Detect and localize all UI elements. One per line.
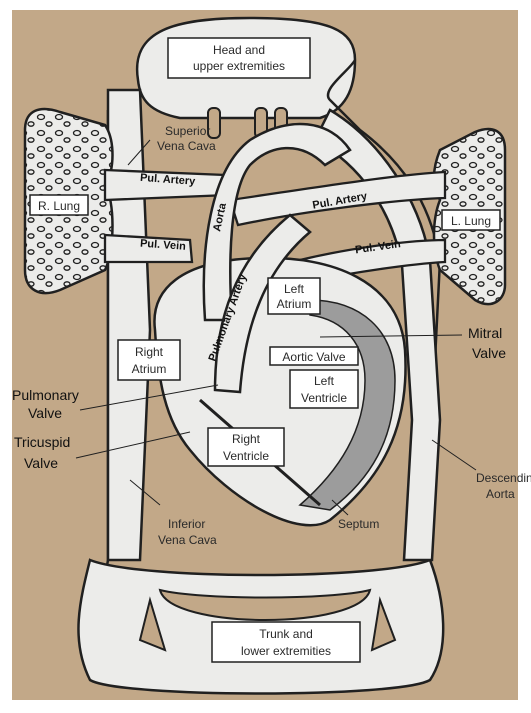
septum-label: Septum [338,517,379,531]
trunk-box-line1: Trunk and [259,627,313,641]
left-ventricle-box: Left Ventricle [290,370,358,408]
mitral-valve-line1: Mitral [468,325,502,341]
left-atrium-line2: Atrium [277,297,312,311]
descending-aorta-line2: Aorta [486,487,515,501]
head-box-line1: Head and [213,43,265,57]
aortic-valve-box: Aortic Valve [270,347,358,365]
pulmonary-valve-line1: Pulmonary [12,387,79,403]
right-atrium-line1: Right [135,345,164,359]
l-lung-box: L. Lung [442,210,500,230]
tricuspid-valve-line1: Tricuspid [14,434,70,450]
mitral-valve-line2: Valve [472,345,506,361]
trunk-box: Trunk and lower extremities [212,622,360,662]
vena-cava-vessel [108,90,150,560]
l-lung-label: L. Lung [451,214,491,228]
trunk-box-line2: lower extremities [241,644,331,658]
r-lung-label: R. Lung [38,199,80,213]
right-atrium-line2: Atrium [132,362,167,376]
tricuspid-valve-line2: Valve [24,455,58,471]
head-box: Head and upper extremities [168,38,310,78]
right-ventricle-box: Right Ventricle [208,428,284,466]
right-ventricle-line2: Ventricle [223,449,269,463]
pulmonary-valve-line2: Valve [28,405,62,421]
inferior-vena-cava-line2: Vena Cava [158,533,217,547]
left-ventricle-line2: Ventricle [301,391,347,405]
r-lung-box: R. Lung [30,195,88,215]
inferior-vena-cava-line1: Inferior [168,517,205,531]
aortic-valve-label: Aortic Valve [282,350,345,364]
superior-vena-cava-line1: Superior [165,124,210,138]
superior-vena-cava-line2: Vena Cava [157,139,216,153]
descending-aorta-line1: Descending [476,471,531,485]
right-ventricle-line1: Right [232,432,261,446]
left-atrium-line1: Left [284,282,305,296]
head-box-line2: upper extremities [193,59,285,73]
left-ventricle-line1: Left [314,374,335,388]
right-atrium-box: Right Atrium [118,340,180,380]
left-atrium-box: Left Atrium [268,278,320,314]
